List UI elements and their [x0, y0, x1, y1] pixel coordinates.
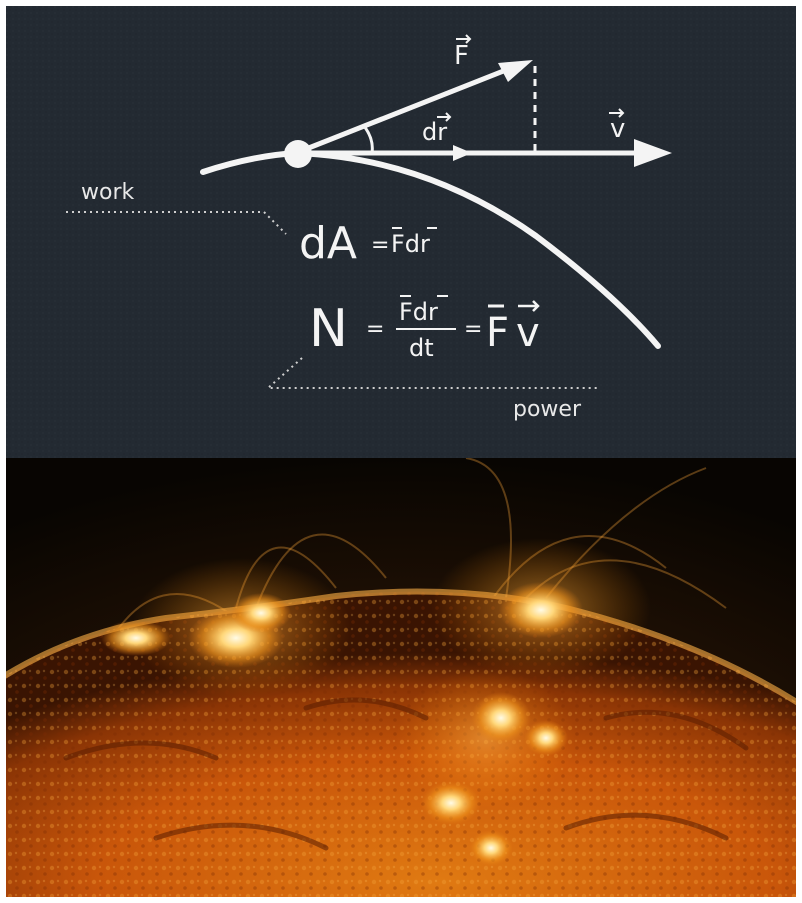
power-label: power — [513, 397, 582, 422]
force-vector-arrowhead — [498, 60, 533, 82]
sun-surface-photo — [6, 458, 796, 897]
particle-dot — [284, 140, 312, 168]
velocity-label: v — [610, 114, 625, 144]
flare-lower-2 — [469, 830, 513, 866]
velocity-vector-arrowhead — [634, 139, 672, 167]
power-formula-numerator: Fdr — [399, 298, 438, 326]
trajectory-curve — [200, 149, 661, 349]
work-dotted-line — [66, 211, 287, 235]
displacement-label: dr — [422, 118, 447, 146]
power-dotted-line — [265, 357, 598, 389]
force-vector-line — [295, 65, 512, 156]
flare-center — [471, 692, 531, 744]
power-formula-denominator: dt — [409, 334, 434, 362]
velocity-label-arrow — [609, 108, 625, 118]
power-formula-result-f: F — [486, 310, 509, 356]
flare-left-2 — [231, 593, 291, 633]
work-label: work — [81, 180, 134, 205]
power-formula-result-v: v — [516, 310, 540, 356]
power-formula-result-v-arrow — [518, 300, 540, 312]
angle-arc — [362, 125, 374, 154]
displacement-arrowhead — [453, 145, 472, 161]
work-power-diagram: F dr v work dA = Fdr N = Fdr dt = F v po… — [6, 6, 796, 458]
displacement-label-arrow — [437, 112, 452, 122]
work-formula-equals: = — [371, 233, 389, 258]
force-label: F — [454, 41, 469, 71]
force-label-arrow — [456, 34, 472, 44]
flare-far-left — [101, 620, 171, 656]
work-formula-lhs: dA — [299, 218, 357, 269]
flare-lower — [421, 781, 481, 825]
power-formula-equals-1: = — [366, 317, 384, 342]
dark-filaments — [63, 697, 749, 851]
flare-right — [499, 582, 583, 638]
work-formula-rhs: Fdr — [391, 230, 430, 258]
flare-center-2 — [524, 720, 568, 756]
blackboard-background — [6, 6, 796, 458]
power-formula-equals-2: = — [464, 317, 482, 342]
power-formula-lhs: N — [309, 299, 348, 359]
